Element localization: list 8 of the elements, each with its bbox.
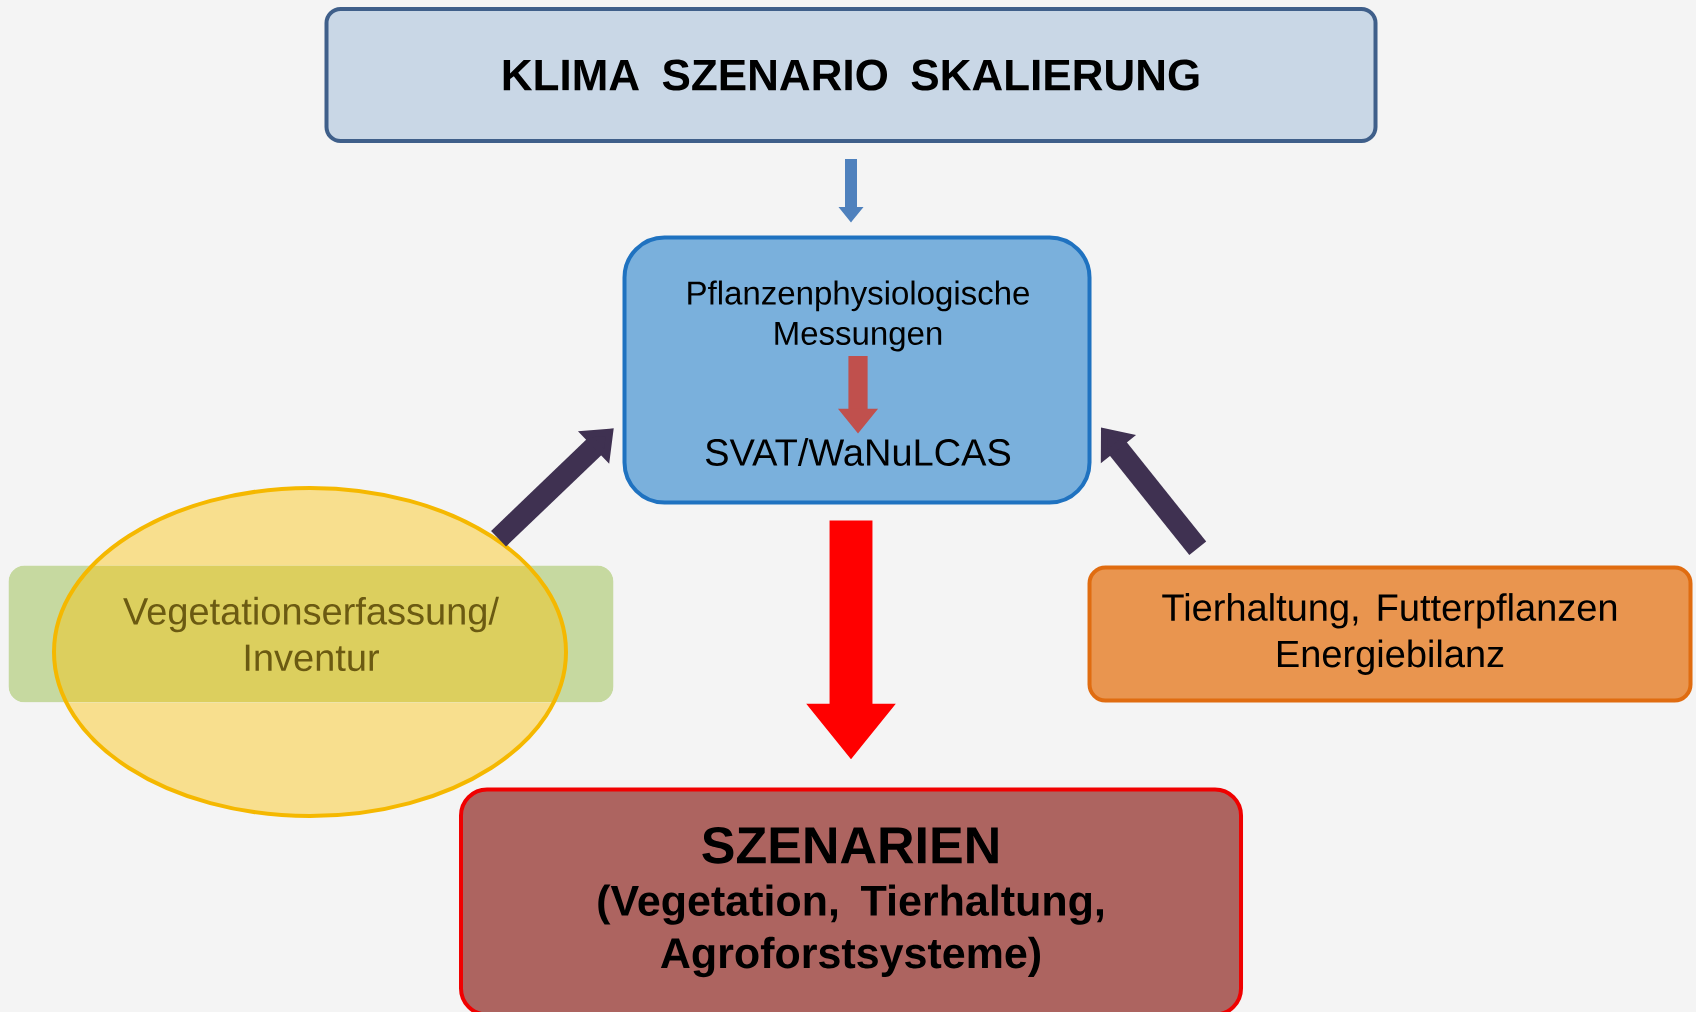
- title-box: KLIMA SZENARIO SKALIERUNG: [324, 7, 1378, 143]
- result-box: SZENARIEN (Vegetation, Tierhaltung, Agroforstsysteme): [459, 787, 1243, 1012]
- box-text: Pflanzenphysiologische Messungen: [688, 280, 1029, 352]
- model-box: [622, 235, 1092, 505]
- arrow: [491, 428, 614, 547]
- box-text: SVAT/WaNuLCAS: [705, 438, 1011, 466]
- input-box: Tierhaltung, Futterpflanzen Energiebilanz: [1087, 565, 1693, 703]
- label-box: Vegetationserfassung/ Inventur: [8, 565, 614, 703]
